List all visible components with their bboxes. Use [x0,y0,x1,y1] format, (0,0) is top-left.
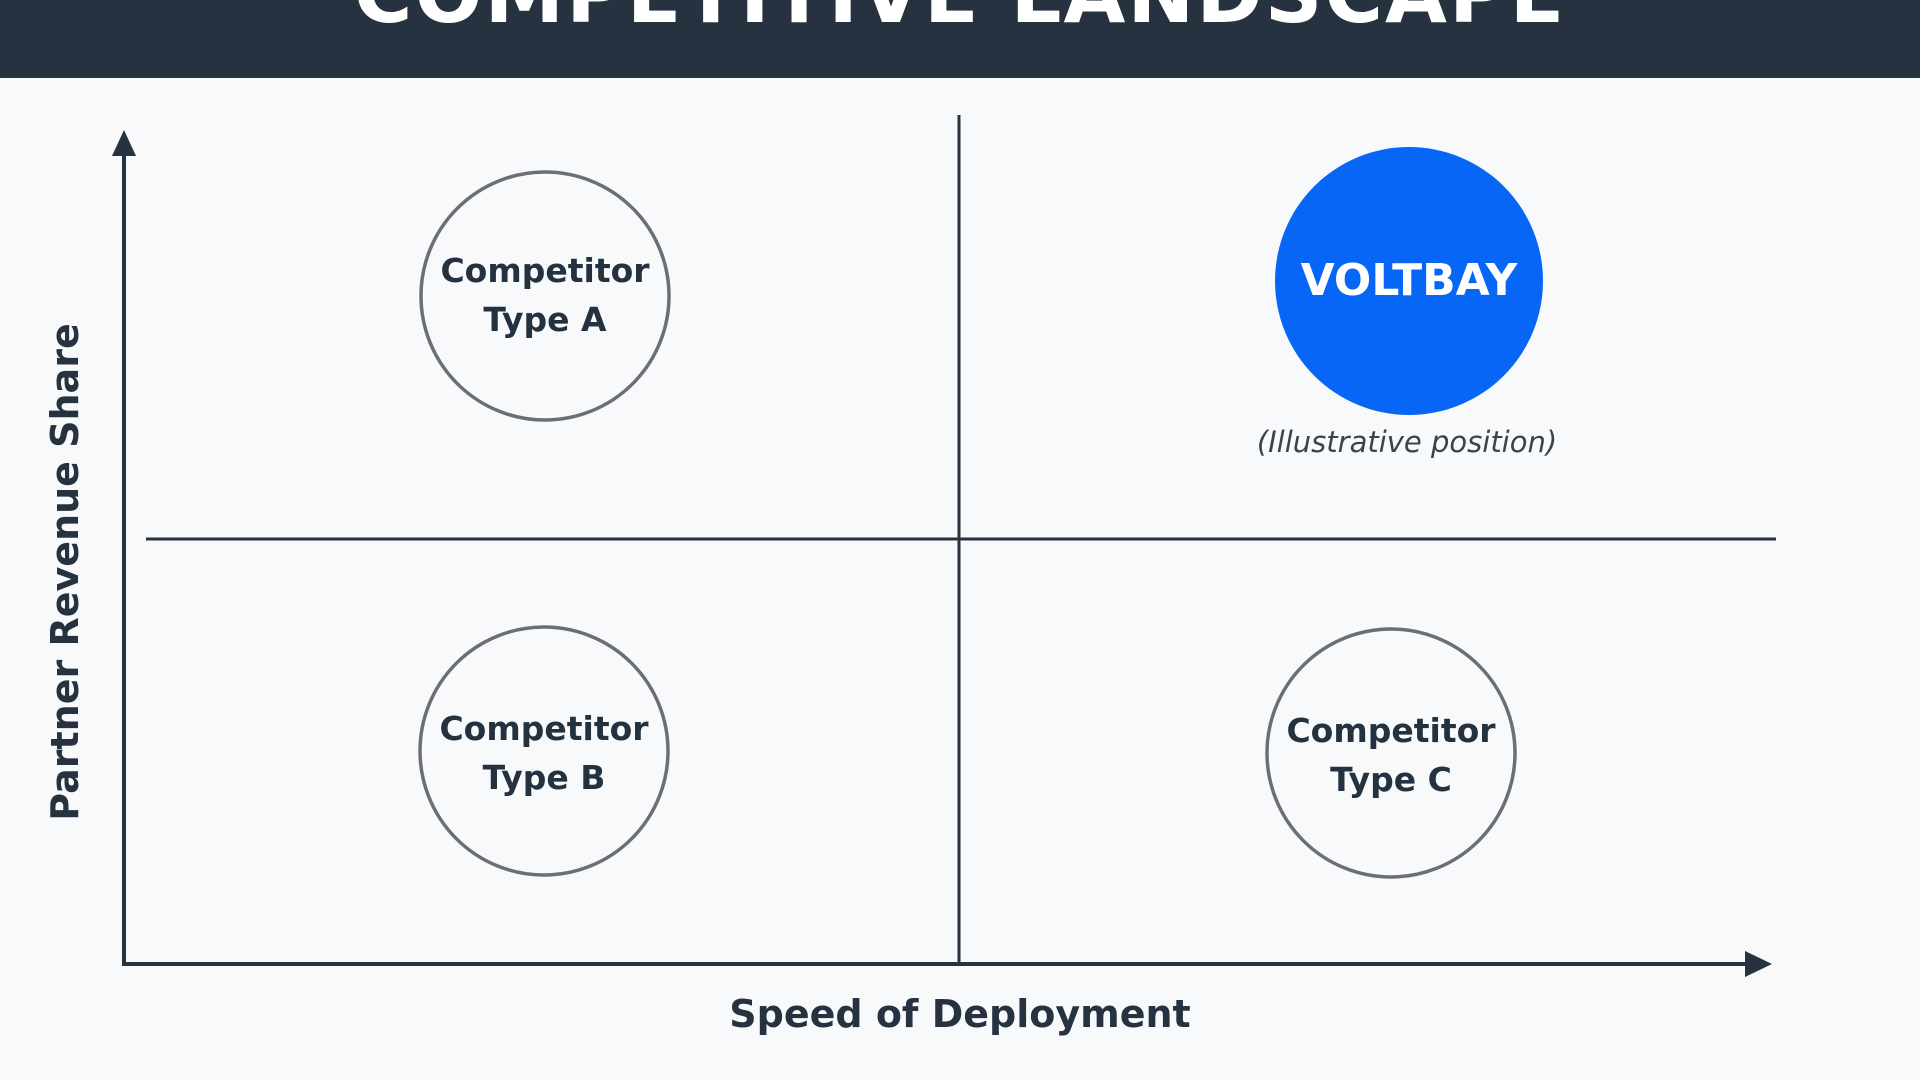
illustrative-position-note: (Illustrative position) [1256,425,1558,459]
competitor-c-circle [1265,627,1517,879]
competitor-a-label: Competitor Type A [425,246,665,344]
voltbay-label: VOLTBAY [1300,255,1518,306]
competitor-b-line2: Type B [482,758,606,797]
competitor-b-circle [418,625,670,877]
competitor-b-line1: Competitor [439,709,649,748]
competitor-c-line1: Competitor [1286,711,1496,750]
y-axis-arrow-icon [112,130,136,156]
voltbay-circle [1275,147,1543,415]
x-axis-label: Speed of Deployment [729,992,1191,1036]
page-title: COMPETITIVE LANDSCAPE [0,0,1920,41]
title-banner: COMPETITIVE LANDSCAPE [0,0,1920,78]
competitor-a-circle [419,170,671,422]
competitor-c-line2: Type C [1330,760,1452,799]
y-axis-label: Partner Revenue Share [43,323,87,821]
competitor-c-label: Competitor Type C [1271,706,1511,804]
competitor-b-label: Competitor Type B [424,704,664,802]
competitor-a-line2: Type A [483,300,607,339]
x-axis-arrow-icon [1745,951,1772,977]
competitor-a-line1: Competitor [440,251,650,290]
